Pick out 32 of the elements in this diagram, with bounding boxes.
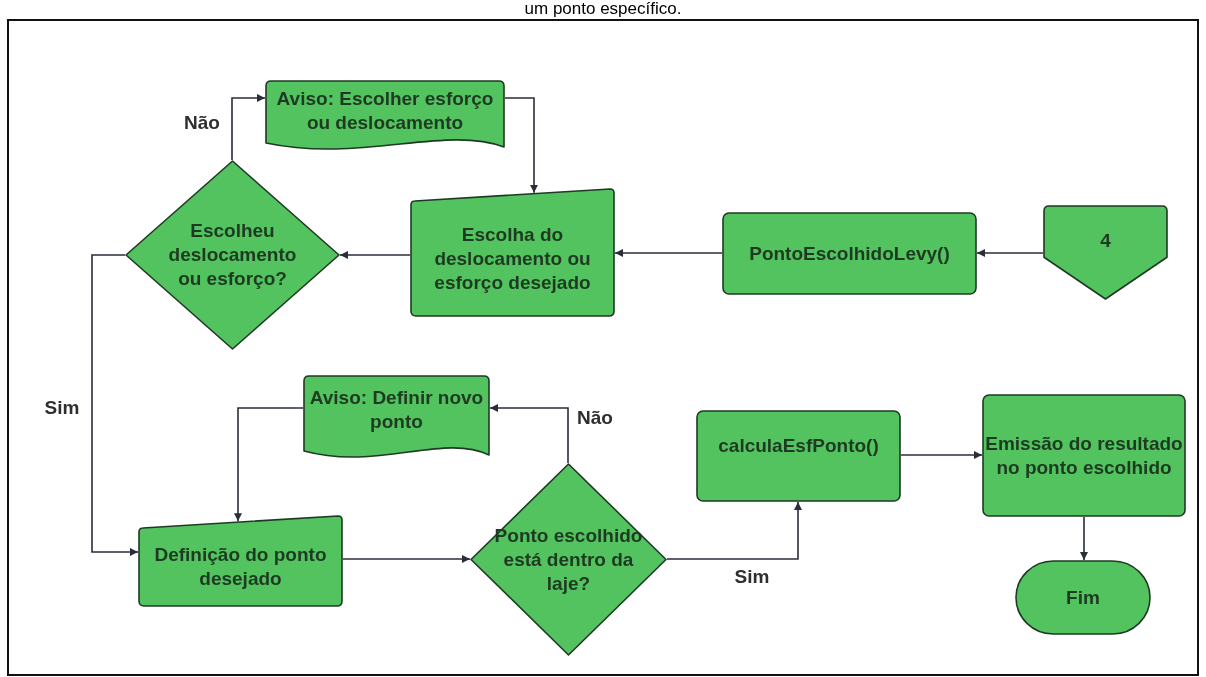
decision-diamond: [470, 463, 667, 656]
arrow: [342, 555, 471, 563]
node-text: Fim: [1066, 585, 1100, 610]
arrow: [666, 501, 802, 560]
node-text: Aviso: Definir novo ponto: [308, 386, 485, 434]
node-text: Definição do ponto desejado: [153, 543, 328, 591]
node-text: Emissão do resultado no ponto escolhido: [984, 431, 1184, 480]
arrow: [231, 94, 266, 161]
off-page-connector: [1043, 205, 1168, 300]
process-box: [722, 212, 977, 295]
arrow: [489, 404, 569, 464]
node-text: 4: [1100, 228, 1111, 253]
node-text: Ponto escolhido está dentro da laje?: [493, 523, 644, 596]
arrow: [504, 97, 538, 194]
node-text: Aviso: Escolher esforço ou deslocamento: [275, 86, 495, 135]
arrow: [234, 407, 304, 522]
arrow: [900, 451, 983, 459]
arrow: [614, 249, 723, 257]
manual-input-box: [410, 188, 615, 317]
process-box: [696, 410, 901, 502]
arrow: [91, 254, 139, 556]
node-text: calculaEsfPonto(): [718, 434, 879, 458]
process-box: [982, 394, 1186, 517]
arrow: [339, 251, 411, 259]
diagram-title: um ponto específico.: [524, 0, 682, 18]
arrow: [976, 249, 1044, 257]
node-text: Escolheu deslocamento ou esforço?: [167, 219, 298, 291]
node-text: PontoEscolhidoLevy(): [749, 241, 950, 266]
manual-input-box: [138, 515, 343, 607]
arrow: [1080, 516, 1088, 561]
decision-diamond: [125, 160, 340, 350]
node-text: Escolha do deslocamento ou esforço desejado: [433, 222, 592, 295]
